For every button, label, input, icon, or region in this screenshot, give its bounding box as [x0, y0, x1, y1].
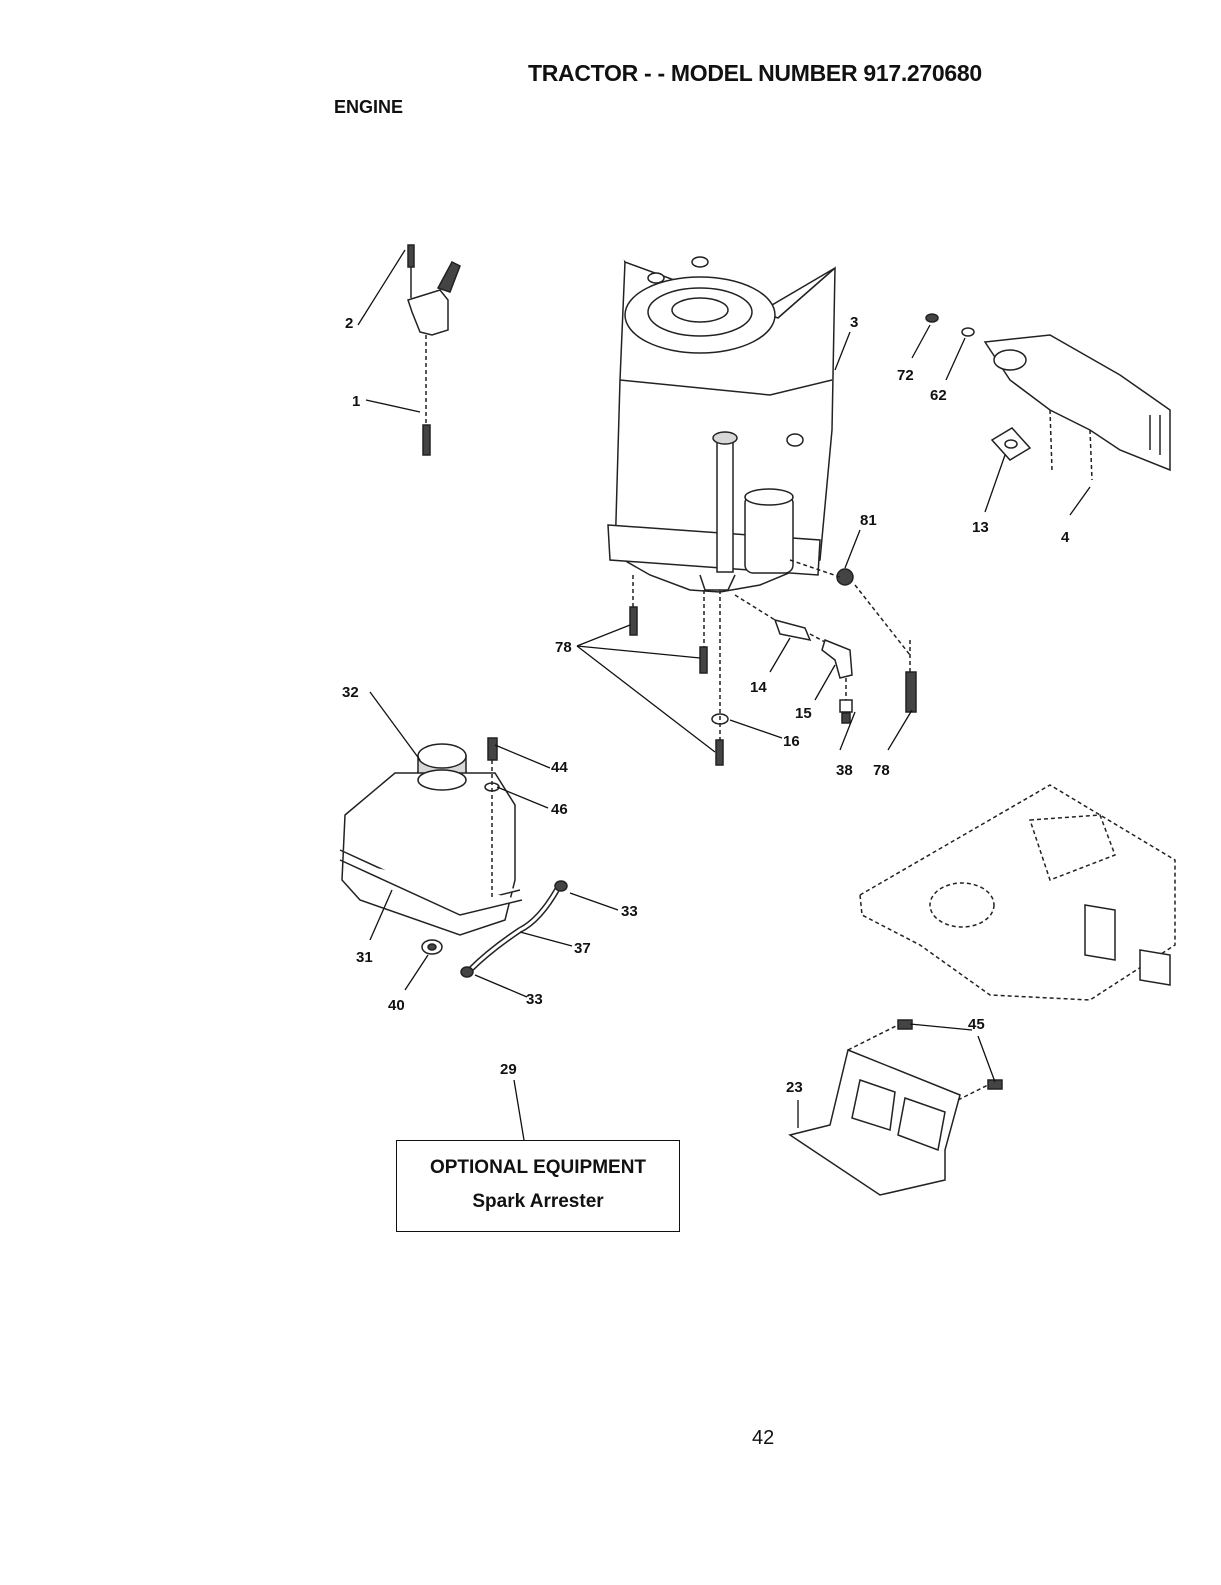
callout-2: 2 — [345, 315, 353, 332]
callout-46: 46 — [551, 801, 568, 818]
callout-1: 1 — [352, 393, 360, 410]
callout-45: 45 — [968, 1016, 985, 1033]
callout-33-lower: 33 — [526, 991, 543, 1008]
callout-23: 23 — [786, 1079, 803, 1096]
callout-72: 72 — [897, 367, 914, 384]
mounting-bolts — [630, 575, 916, 765]
callout-29: 29 — [500, 1061, 517, 1078]
throttle-control-part — [408, 245, 460, 455]
fuel-tank-assembly — [340, 738, 567, 977]
exhaust-parts — [926, 314, 1170, 480]
callout-3: 3 — [850, 314, 858, 331]
optional-equipment-heading: OPTIONAL EQUIPMENT — [397, 1157, 679, 1179]
callout-40: 40 — [388, 997, 405, 1014]
engine-part — [608, 257, 835, 592]
callout-33-upper: 33 — [621, 903, 638, 920]
chassis-plate — [860, 785, 1175, 1000]
callout-31: 31 — [356, 949, 373, 966]
callout-44: 44 — [551, 759, 568, 776]
callout-62: 62 — [930, 387, 947, 404]
callout-81: 81 — [860, 512, 877, 529]
callout-16: 16 — [783, 733, 800, 750]
callout-78-left: 78 — [555, 639, 572, 656]
heat-shield — [790, 1020, 1002, 1195]
callout-38: 38 — [836, 762, 853, 779]
optional-equipment-box: OPTIONAL EQUIPMENT Spark Arrester — [396, 1140, 680, 1232]
callout-13: 13 — [972, 519, 989, 536]
callout-4: 4 — [1061, 529, 1070, 546]
callout-78-right: 78 — [873, 762, 890, 779]
callout-14: 14 — [750, 679, 767, 696]
optional-equipment-item: Spark Arrester — [397, 1191, 679, 1213]
callout-15: 15 — [795, 705, 812, 722]
callout-32: 32 — [342, 684, 359, 701]
page-number: 42 — [752, 1427, 774, 1450]
callout-37: 37 — [574, 940, 591, 957]
